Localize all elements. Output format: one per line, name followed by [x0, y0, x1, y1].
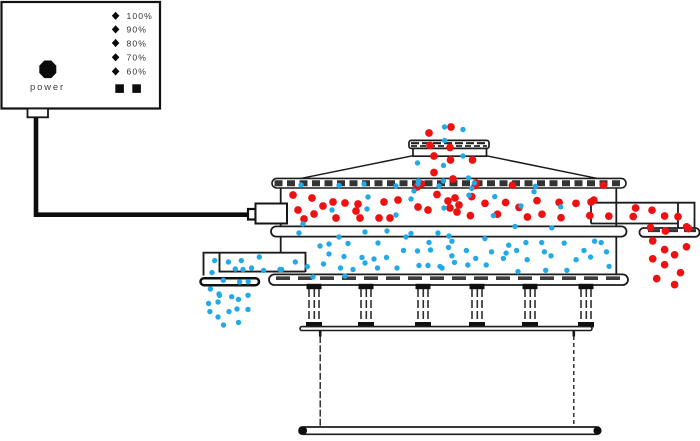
svg-text:power: power [30, 81, 65, 92]
svg-text:100%: 100% [127, 11, 153, 21]
svg-text:90%: 90% [127, 25, 148, 35]
svg-text:80%: 80% [127, 38, 148, 48]
svg-text:70%: 70% [127, 53, 148, 63]
svg-text:60%: 60% [127, 67, 148, 77]
